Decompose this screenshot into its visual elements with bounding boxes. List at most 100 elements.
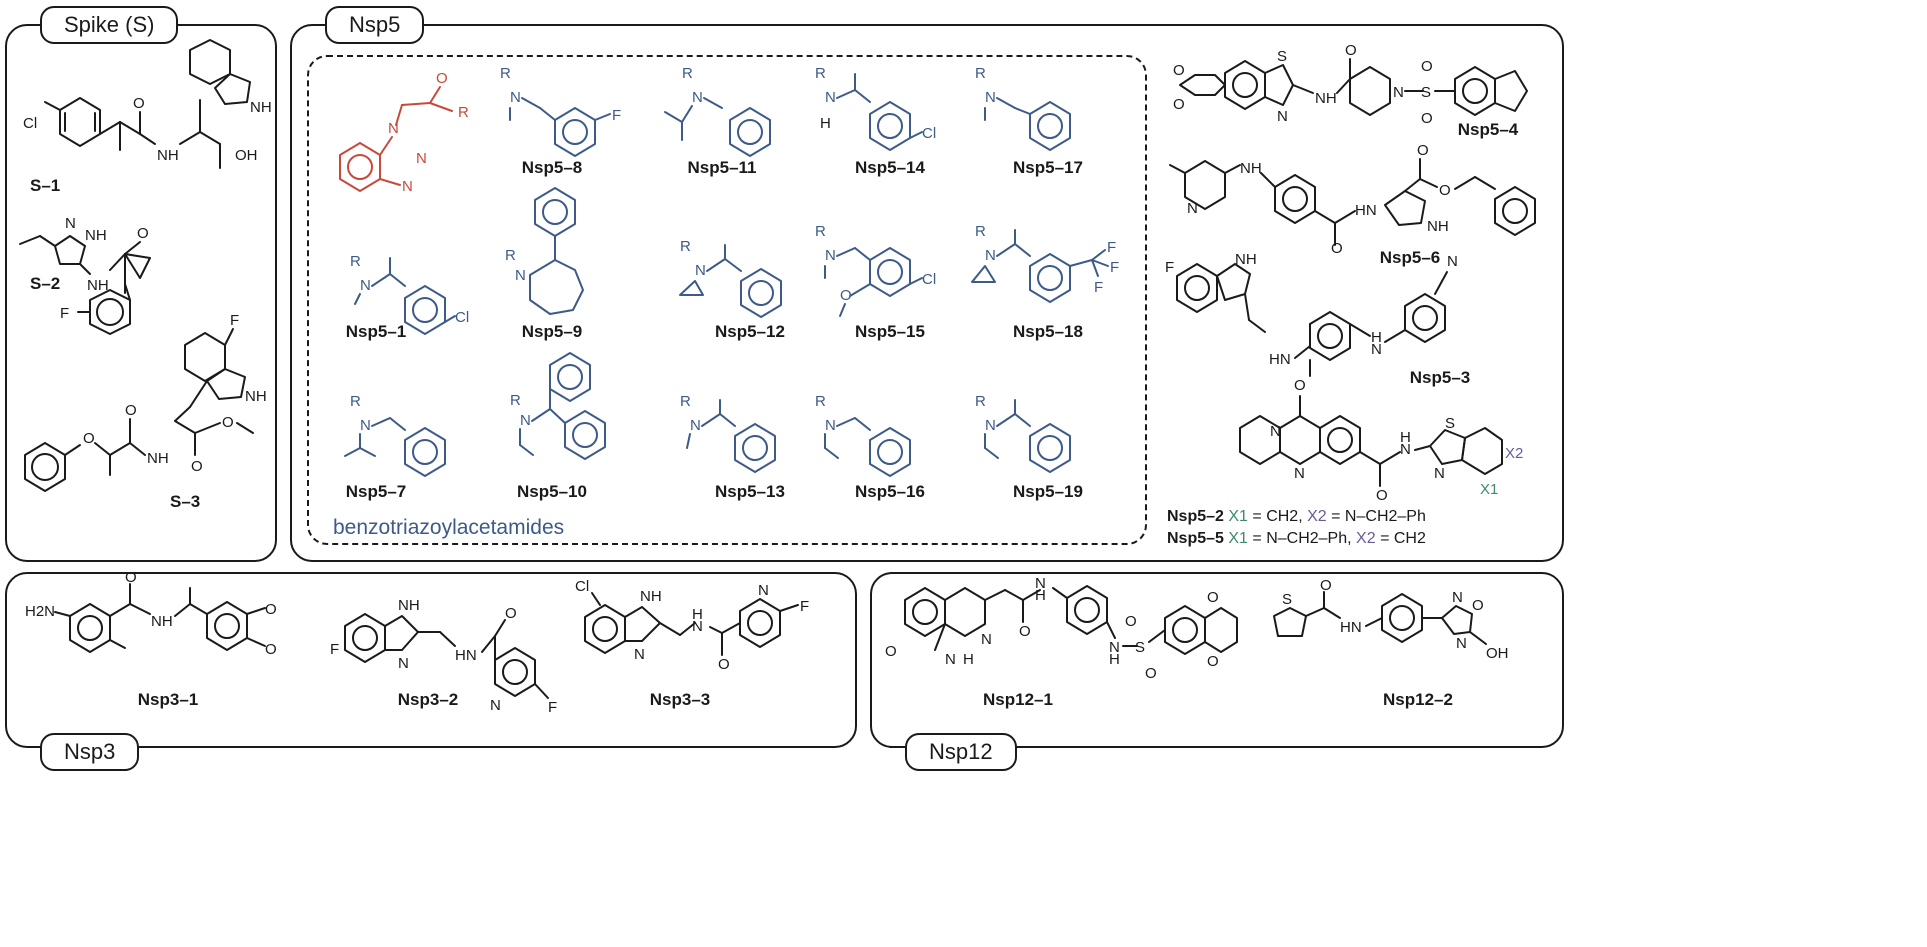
svg-text:HN: HN — [1355, 202, 1377, 219]
svg-text:O: O — [1019, 623, 1031, 640]
svg-text:R: R — [815, 65, 826, 82]
svg-text:O: O — [265, 601, 277, 618]
nsp5-13-structure: R N — [680, 393, 776, 473]
svg-text:NH: NH — [85, 227, 107, 244]
svg-text:R: R — [458, 104, 469, 121]
svg-text:NH: NH — [147, 450, 169, 467]
svg-text:N: N — [398, 655, 409, 672]
nsp5-2-x1-value: = CH2, — [1252, 508, 1303, 525]
svg-text:N: N — [388, 120, 399, 137]
nsp5-8-structure: R N F — [500, 65, 621, 157]
nsp12-2-label: Nsp12–2 — [1383, 690, 1453, 709]
nsp5-15-structure: R N O Cl — [815, 223, 936, 317]
series-label: benzotriazoylacetamides — [333, 516, 565, 539]
nsp5-9-structure: R N — [505, 187, 584, 315]
nsp5-17-label: Nsp5–17 — [1013, 158, 1083, 177]
svg-text:X2: X2 — [1505, 445, 1523, 462]
svg-text:N: N — [1447, 253, 1458, 270]
nsp5-5-x2-value: = CH2 — [1380, 530, 1426, 547]
svg-text:Cl: Cl — [922, 271, 936, 288]
svg-text:F: F — [1094, 279, 1103, 296]
svg-text:HN: HN — [1269, 351, 1291, 368]
spike-panel-title: Spike (S) — [40, 6, 179, 44]
s3-structure: F NH O O NH O O — [24, 312, 267, 492]
svg-text:O: O — [1320, 577, 1332, 594]
svg-text:N: N — [416, 150, 427, 167]
svg-text:F: F — [1110, 259, 1119, 276]
svg-text:NH: NH — [1240, 160, 1262, 177]
svg-text:N: N — [1452, 589, 1463, 606]
nsp5-3-structure: F NH HN N H N — [1165, 251, 1458, 377]
svg-text:R: R — [680, 393, 691, 410]
svg-text:O: O — [125, 569, 137, 586]
svg-text:N: N — [360, 417, 371, 434]
nsp5-4-structure: O O S N NH O N S O O — [1173, 42, 1528, 127]
nsp5-5-name: Nsp5–5 — [1167, 530, 1224, 547]
svg-text:OH: OH — [235, 147, 258, 164]
svg-text:N: N — [1400, 441, 1411, 458]
svg-text:N: N — [1277, 108, 1288, 125]
svg-text:O: O — [1331, 240, 1343, 257]
nsp5-14-structure: R N H Cl — [815, 65, 936, 151]
nsp3-1-label: Nsp3–1 — [137, 690, 199, 709]
svg-text:R: R — [975, 65, 986, 82]
svg-text:N: N — [825, 417, 836, 434]
s1-structure: Cl O NH OH NH — [23, 39, 272, 169]
svg-text:HN: HN — [1340, 619, 1362, 636]
svg-text:O: O — [1173, 96, 1185, 113]
svg-text:NH: NH — [640, 588, 662, 605]
svg-text:O: O — [1173, 62, 1185, 79]
svg-text:N: N — [510, 89, 521, 106]
svg-text:N: N — [692, 618, 703, 635]
nsp5-10-label: Nsp5–10 — [517, 482, 587, 501]
svg-text:R: R — [350, 253, 361, 270]
s2-fluorophenyl-structure: F — [60, 283, 131, 335]
nsp3-2-label: Nsp3–2 — [397, 690, 459, 709]
nsp5-2-x2-value: = N–CH2–Ph — [1331, 508, 1426, 525]
svg-text:F: F — [60, 305, 69, 322]
svg-text:NH: NH — [250, 99, 272, 116]
svg-text:NH: NH — [1427, 218, 1449, 235]
svg-text:H: H — [963, 651, 974, 668]
svg-text:R: R — [510, 392, 521, 409]
nsp5-13-label: Nsp5–13 — [715, 482, 785, 501]
svg-text:N: N — [634, 646, 645, 663]
nsp5-15-label: Nsp5–15 — [855, 322, 925, 341]
svg-text:R: R — [505, 247, 516, 264]
svg-text:O: O — [191, 458, 203, 475]
svg-text:Cl: Cl — [575, 578, 589, 595]
svg-text:N: N — [985, 247, 996, 264]
svg-text:S: S — [1277, 48, 1287, 65]
nsp5-panel — [290, 24, 1564, 562]
svg-text:Cl: Cl — [922, 125, 936, 142]
svg-text:O: O — [133, 95, 145, 112]
svg-text:R: R — [682, 65, 693, 82]
svg-text:H: H — [1400, 429, 1411, 446]
svg-text:O: O — [1421, 58, 1433, 75]
svg-text:O: O — [885, 643, 897, 660]
s2-label: S–2 — [30, 274, 61, 293]
svg-text:O: O — [125, 402, 137, 419]
nsp5-19-structure: R N — [975, 393, 1071, 473]
nsp5-1-structure: R N Cl — [350, 253, 469, 335]
svg-text:R: R — [350, 393, 361, 410]
svg-text:O: O — [137, 225, 149, 242]
nsp12-2-structure: S O HN N O N OH — [1273, 577, 1509, 662]
svg-text:F: F — [1107, 239, 1116, 256]
svg-text:NH: NH — [1315, 90, 1337, 107]
nsp5-18-structure: R N F F F — [971, 223, 1119, 303]
nsp5-18-label: Nsp5–18 — [1013, 322, 1083, 341]
nsp12-panel — [870, 572, 1564, 748]
svg-text:N: N — [690, 417, 701, 434]
svg-text:O: O — [840, 287, 852, 304]
svg-text:N: N — [1270, 423, 1281, 440]
nsp12-1-structure: O N H N O N H N H S O O O O — [885, 575, 1238, 682]
nsp5-2-5-structure: O N N O N H S N X2 X1 — [1239, 377, 1523, 504]
svg-text:F: F — [1165, 259, 1174, 276]
svg-text:OH: OH — [1486, 645, 1509, 662]
nsp5-9-label: Nsp5–9 — [521, 322, 583, 341]
nsp5-panel-title: Nsp5 — [325, 6, 425, 44]
svg-text:O: O — [1472, 597, 1484, 614]
svg-text:N: N — [1187, 200, 1198, 217]
svg-text:N: N — [1294, 465, 1305, 482]
